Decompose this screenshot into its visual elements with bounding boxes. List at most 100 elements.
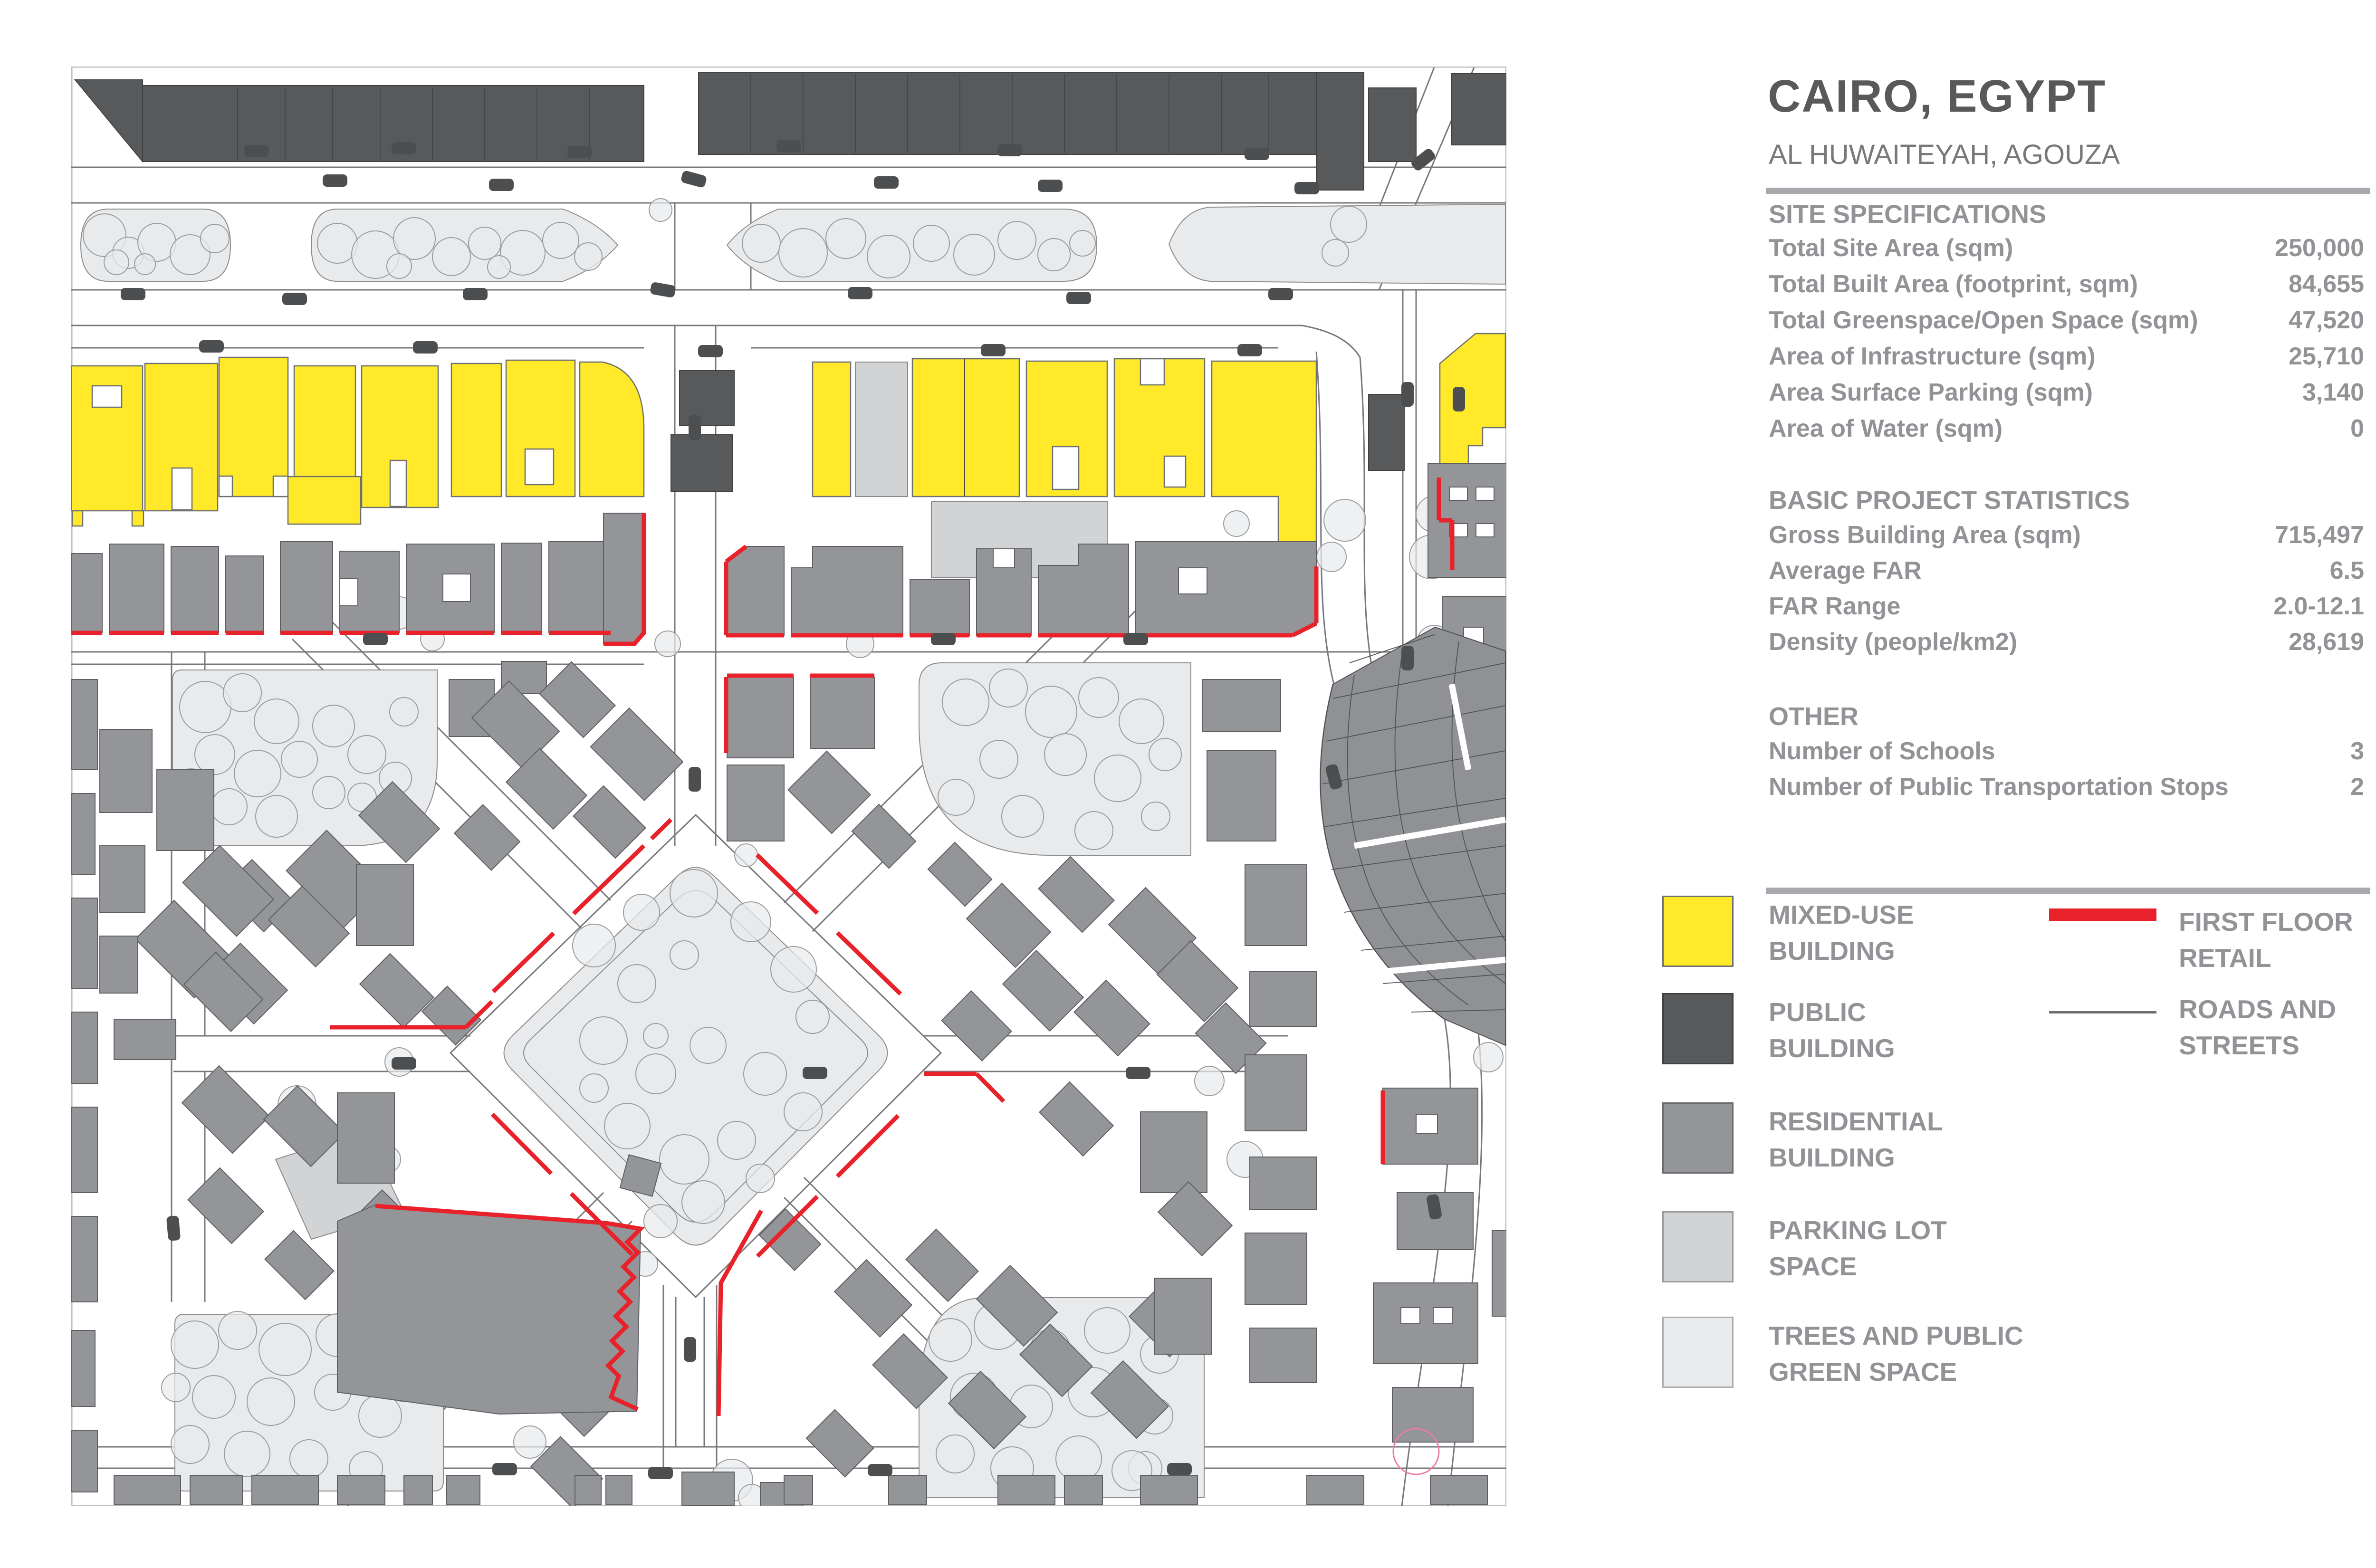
map-tree-shape <box>468 227 501 260</box>
map-yellow-shape <box>131 510 144 527</box>
map-res-shape <box>263 1085 345 1167</box>
map-tree-shape <box>989 669 1028 708</box>
map-tree-shape <box>743 1052 787 1096</box>
map-holeG-shape <box>1449 487 1468 501</box>
stat-label: Area of Infrastructure (sqm) <box>1769 343 2096 370</box>
car-icon <box>1237 344 1262 356</box>
map-tree-shape <box>717 1121 756 1160</box>
map-holeY-shape <box>272 475 289 497</box>
map-tree-shape <box>953 234 995 276</box>
map-res-shape <box>1306 1475 1364 1505</box>
stat-value: 250,000 <box>2275 234 2364 262</box>
stat-value: 2.0-12.1 <box>2273 593 2364 620</box>
stat-label: Total Greenspace/Open Space (sqm) <box>1769 306 2198 334</box>
map-res-shape <box>787 750 872 834</box>
map-tree-shape <box>730 901 771 942</box>
map-res-shape <box>1392 1387 1474 1443</box>
stat-row: Area of Water (sqm)0 <box>1769 414 2364 450</box>
map-tree-shape <box>649 198 672 222</box>
map-tree-shape <box>223 673 262 712</box>
map-holeG-shape <box>993 548 1015 568</box>
stat-label: FAR Range <box>1769 593 1901 620</box>
site-map <box>71 67 1506 1506</box>
map-red-shape <box>975 1072 1006 1103</box>
map-yellow-shape <box>293 365 356 478</box>
map-red-shape <box>1291 621 1318 638</box>
car-icon <box>121 288 145 300</box>
map-res-shape <box>501 543 542 633</box>
map-tree-shape <box>778 228 828 277</box>
map-res-shape <box>99 845 145 913</box>
map-dline-shape <box>1394 655 1506 984</box>
map-dline-shape <box>1322 750 1506 784</box>
stat-label: Average FAR <box>1769 557 1922 584</box>
map-res-shape <box>1245 1054 1307 1131</box>
car-icon <box>1411 149 1435 171</box>
car-icon <box>166 1215 181 1241</box>
map-holeG-shape <box>1400 1307 1420 1324</box>
map-tree-shape <box>358 1394 402 1438</box>
map-res-shape <box>1140 1475 1198 1505</box>
map-res-shape <box>1140 1111 1207 1193</box>
map-road-shape <box>1359 357 1375 681</box>
map-tree-shape <box>742 224 781 263</box>
map-red-shape <box>835 931 902 996</box>
stat-row: Area of Infrastructure (sqm)25,710 <box>1769 342 2364 378</box>
car-icon <box>1126 1067 1150 1079</box>
map-public-shape <box>1368 394 1405 471</box>
car-icon <box>868 1464 892 1476</box>
map-tree-shape <box>1078 677 1119 718</box>
map-res-shape <box>810 677 875 749</box>
car-icon <box>392 142 416 154</box>
map-holeY-shape <box>1052 446 1080 490</box>
map-holeG-shape <box>1433 1307 1453 1324</box>
car-icon <box>681 171 707 188</box>
map-road-shape <box>1315 351 1335 685</box>
map-dline-shape <box>1343 893 1506 913</box>
map-road-shape <box>449 813 942 1299</box>
map-red-shape <box>375 1204 645 1412</box>
map-holeG-shape <box>442 574 471 602</box>
stat-label: Total Site Area (sqm) <box>1769 234 2013 262</box>
map-dline-shape <box>1325 705 1506 742</box>
car-icon <box>1167 1463 1192 1475</box>
map-res-shape <box>71 898 98 989</box>
stat-row: Total Greenspace/Open Space (sqm)47,520 <box>1769 306 2364 342</box>
car-icon <box>1245 148 1269 160</box>
map-res-shape <box>1202 679 1281 732</box>
map-res-shape <box>264 1230 335 1300</box>
map-dline-shape <box>1332 662 1506 699</box>
map-res-shape <box>446 1475 480 1505</box>
map-res-shape <box>548 541 611 633</box>
map-res-shape <box>888 1475 927 1505</box>
map-red-shape <box>490 1112 553 1176</box>
map-res-shape <box>1249 1328 1317 1383</box>
map-holeY-shape <box>524 448 555 486</box>
stat-label: Density (people/km2) <box>1769 628 2018 656</box>
car-icon <box>1066 292 1091 304</box>
map-res-shape <box>539 661 616 738</box>
map-tree-shape <box>1084 1307 1131 1354</box>
map-tree-shape <box>1094 755 1141 802</box>
section-heading: OTHER <box>1769 702 1859 731</box>
map-res-shape <box>851 803 917 869</box>
map-yellow-shape <box>71 510 84 527</box>
map-tree-shape <box>734 843 758 867</box>
map-res-shape <box>156 769 214 851</box>
car-icon <box>282 293 307 305</box>
map-res-shape <box>403 1475 433 1505</box>
car-icon <box>650 282 676 297</box>
map-holeY-shape <box>1140 358 1165 386</box>
map-res-shape <box>605 1475 632 1505</box>
map-tree-shape <box>979 740 1018 779</box>
map-res-shape <box>1002 949 1084 1032</box>
map-res-shape <box>727 677 794 758</box>
map-res-shape <box>71 1330 96 1407</box>
map-res-shape <box>1135 541 1317 636</box>
map-res-shape <box>1430 1475 1488 1505</box>
map-res-shape <box>1207 750 1276 841</box>
